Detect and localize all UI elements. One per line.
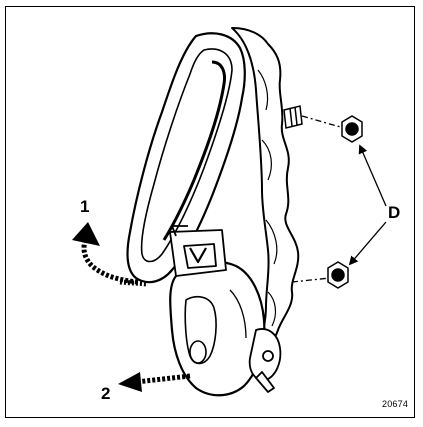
step-2-label: 2: [101, 384, 111, 403]
upper-stud: [283, 105, 303, 129]
motion-arrow-2: [118, 372, 191, 392]
latch-linkage: [248, 328, 282, 393]
lower-nut: [327, 261, 349, 289]
handle-base: [169, 260, 266, 397]
reference-number: 20674: [382, 399, 409, 409]
fasteners-label: D: [388, 203, 401, 222]
d-leader-lines: [348, 144, 387, 266]
upper-nut: [341, 115, 363, 143]
step-1-label: 1: [80, 197, 90, 216]
mounting-plate: [231, 27, 300, 363]
handle-lever: [126, 32, 246, 284]
pivot-mechanism: [169, 225, 227, 277]
upper-alignment-line: [301, 115, 345, 129]
lower-alignment-line: [291, 277, 331, 283]
motion-arrow-1: [72, 222, 149, 287]
